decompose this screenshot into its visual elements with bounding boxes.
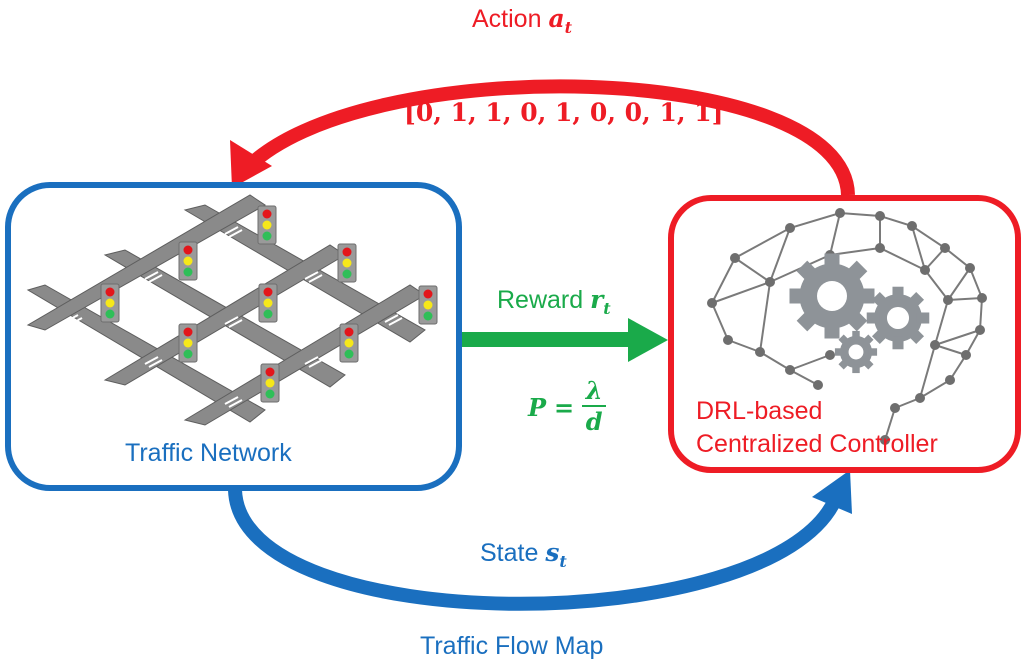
brain-gears-icon xyxy=(707,208,987,445)
gear-icon xyxy=(866,286,930,350)
controller-title-line2: Centralized Controller xyxy=(696,430,938,458)
traffic-light-icon xyxy=(260,363,280,403)
action-subscript: t xyxy=(564,18,573,37)
action-label: Action at xyxy=(472,4,572,37)
reward-arrow xyxy=(460,318,668,362)
traffic-light-icon xyxy=(178,241,198,281)
action-arrow xyxy=(230,79,855,196)
formula-lhs: P xyxy=(528,392,547,422)
formula-denominator: d xyxy=(585,407,603,436)
formula-numerator: λ xyxy=(585,376,603,405)
traffic-light-icon xyxy=(178,323,198,363)
traffic-light-icon xyxy=(339,323,359,363)
formula-fraction: λ d xyxy=(582,376,607,437)
action-vector: [0, 1, 1, 0, 1, 0, 0, 1, 1] xyxy=(404,98,724,127)
state-caption: Traffic Flow Map xyxy=(420,632,604,660)
reward-text: Reward xyxy=(497,286,584,314)
gear-icon xyxy=(834,330,878,374)
traffic-light-icon xyxy=(100,283,120,323)
traffic-light-icon xyxy=(257,205,277,245)
state-text: State xyxy=(480,539,539,567)
reward-symbol: r xyxy=(590,285,604,314)
controller-box xyxy=(668,195,1021,473)
reward-label: Reward rt xyxy=(497,285,611,318)
gear-icon xyxy=(789,253,875,339)
action-text: Action xyxy=(472,5,542,33)
formula-equals: = xyxy=(554,392,575,422)
road-grid-icon xyxy=(26,194,438,426)
traffic-light-icon xyxy=(258,283,278,323)
reward-subscript: t xyxy=(603,299,611,318)
traffic-network-title: Traffic Network xyxy=(125,439,292,467)
reward-formula: P = λ d xyxy=(528,372,607,442)
state-symbol: s xyxy=(545,538,560,567)
controller-title-line1: DRL-based xyxy=(696,397,823,425)
state-label: State st xyxy=(480,538,567,571)
traffic-light-icon xyxy=(337,243,357,283)
state-subscript: t xyxy=(559,552,567,571)
action-symbol: a xyxy=(548,4,565,33)
state-arrow xyxy=(228,470,852,611)
traffic-light-icon xyxy=(418,285,438,325)
fraction-bar xyxy=(582,405,607,407)
